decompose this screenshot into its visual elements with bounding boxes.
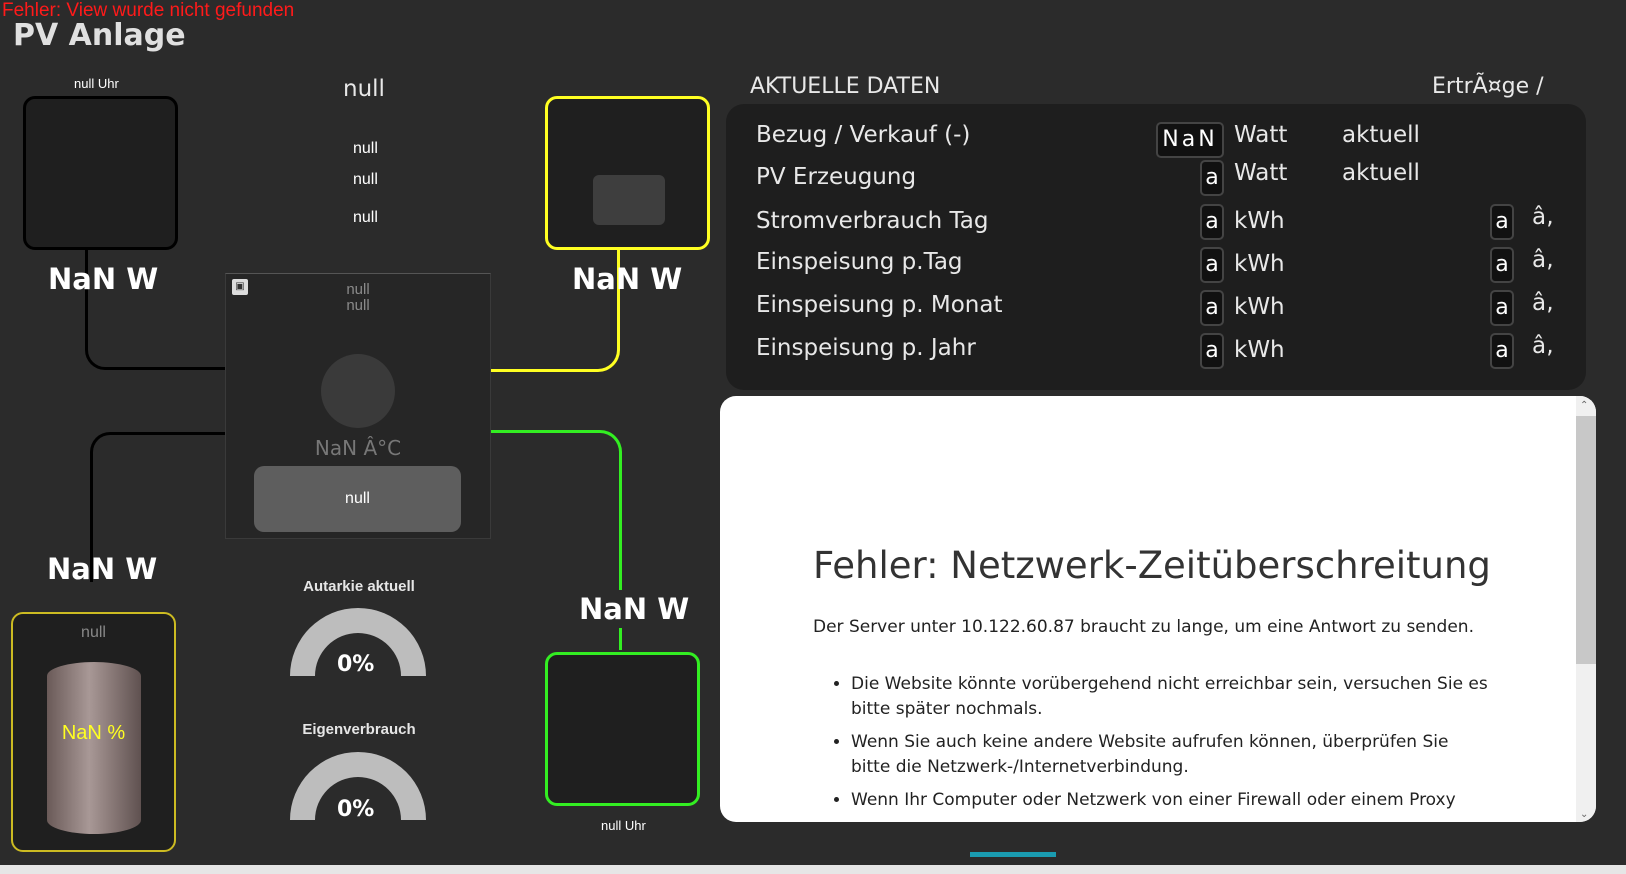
eigenverbrauch-gauge-label: Eigenverbrauch: [302, 721, 416, 738]
data-panel-heading: AKTUELLE DATEN: [750, 74, 941, 99]
autarkie-gauge: [290, 608, 426, 676]
grid-connector-line: [490, 430, 622, 590]
house-box[interactable]: [23, 96, 178, 250]
data-panel-heading-right: ErtrÃ¤ge /: [1432, 74, 1544, 99]
inverter-button[interactable]: null: [254, 466, 461, 532]
data-row-unit: kWh: [1234, 337, 1285, 363]
data-row-value: NaN: [1156, 122, 1224, 158]
error-page-bullet: Wenn Ihr Computer oder Netzwerk von eine…: [851, 788, 1493, 813]
battery-percent: NaN %: [61, 722, 126, 744]
scroll-down-arrow-icon[interactable]: ⌄: [1580, 809, 1589, 820]
autarkie-gauge-value: 0%: [337, 652, 375, 677]
data-row-value2: a: [1490, 247, 1514, 283]
data-row-unit: Watt: [1234, 160, 1288, 186]
inverter-null-1: null: [346, 281, 370, 298]
data-row-unit: kWh: [1234, 208, 1285, 234]
house-connector-line: [85, 240, 225, 370]
data-row-label: Bezug / Verkauf (-): [756, 122, 971, 148]
error-page-bullet: Die Website könnte vorübergehend nicht e…: [851, 672, 1493, 722]
center-null-3: null: [353, 209, 378, 226]
data-row-unit: kWh: [1234, 251, 1285, 277]
data-row-currency: â‚: [1532, 204, 1554, 230]
data-row-extra: aktuell: [1342, 160, 1420, 186]
data-row-value2: a: [1490, 333, 1514, 369]
data-row-value2: a: [1490, 290, 1514, 326]
broken-image-icon: ▣: [232, 279, 248, 295]
data-row-currency: â‚: [1532, 333, 1554, 359]
house-time: null Uhr: [74, 76, 119, 91]
embedded-error-page: Fehler: Netzwerk-Zeitüberschreitung Der …: [720, 396, 1596, 822]
data-row-label: Einspeisung p. Monat: [756, 292, 1003, 318]
battery-box[interactable]: null NaN %: [11, 612, 176, 852]
grid-box[interactable]: [545, 652, 700, 806]
data-row-label: Stromverbrauch Tag: [756, 208, 989, 234]
data-row-value: a: [1200, 333, 1224, 369]
grid-time: null Uhr: [601, 818, 646, 833]
inverter-status-circle: [321, 354, 395, 428]
error-page-heading: Fehler: Netzwerk-Zeitüberschreitung: [813, 544, 1491, 587]
eigenverbrauch-gauge-value: 0%: [337, 797, 375, 822]
view-error-message: Fehler: View wurde nicht gefunden: [2, 0, 295, 21]
battery-connector-line: [90, 432, 225, 582]
data-row-label: PV Erzeugung: [756, 164, 917, 190]
scrollbar-thumb[interactable]: [1576, 416, 1596, 664]
battery-label: null: [81, 624, 106, 641]
pv-panel-image: [593, 175, 665, 225]
data-row-value: a: [1200, 160, 1224, 196]
grid-power: NaN W: [579, 592, 690, 626]
error-page-bullet: Wenn Sie auch keine andere Website aufru…: [851, 730, 1493, 780]
bottom-bar: [0, 865, 1626, 874]
data-row-unit: Watt: [1234, 122, 1288, 148]
data-row-value: a: [1200, 204, 1224, 240]
data-row-currency: â‚: [1532, 290, 1554, 316]
house-power: NaN W: [48, 262, 159, 296]
autarkie-gauge-label: Autarkie aktuell: [303, 578, 415, 595]
inverter-null-2: null: [346, 297, 370, 314]
center-null-1: null: [353, 140, 378, 157]
data-row-unit: kWh: [1234, 294, 1285, 320]
pv-connector-line: [490, 248, 620, 372]
data-row-value2: a: [1490, 204, 1514, 240]
pv-panel-box[interactable]: [545, 96, 710, 250]
current-data-panel: Bezug / Verkauf (-) NaN Watt aktuell PV …: [726, 104, 1586, 390]
error-page-message: Der Server unter 10.122.60.87 braucht zu…: [813, 617, 1474, 637]
page-indicator[interactable]: [970, 852, 1056, 857]
center-null-big: null: [343, 76, 385, 102]
data-row-value: a: [1200, 247, 1224, 283]
pv-power: NaN W: [572, 262, 683, 296]
center-null-2: null: [353, 171, 378, 188]
eigenverbrauch-gauge: [290, 752, 426, 820]
inverter-temperature: NaN Â°C: [314, 436, 402, 460]
data-row-label: Einspeisung p.Tag: [756, 249, 963, 275]
data-row-value: a: [1200, 290, 1224, 326]
scroll-up-arrow-icon[interactable]: ⌃: [1580, 400, 1589, 411]
battery-cylinder: [47, 662, 141, 834]
data-row-currency: â‚: [1532, 247, 1554, 273]
error-page-scrollbar[interactable]: ⌃ ⌄: [1576, 396, 1596, 822]
page-title: PV Anlage: [13, 18, 186, 53]
data-row-label: Einspeisung p. Jahr: [756, 335, 976, 361]
grid-connector-line-lower: [619, 628, 622, 650]
inverter-box[interactable]: ▣ null null NaN Â°C null: [225, 273, 491, 539]
data-row-extra: aktuell: [1342, 122, 1420, 148]
battery-power: NaN W: [47, 552, 158, 586]
